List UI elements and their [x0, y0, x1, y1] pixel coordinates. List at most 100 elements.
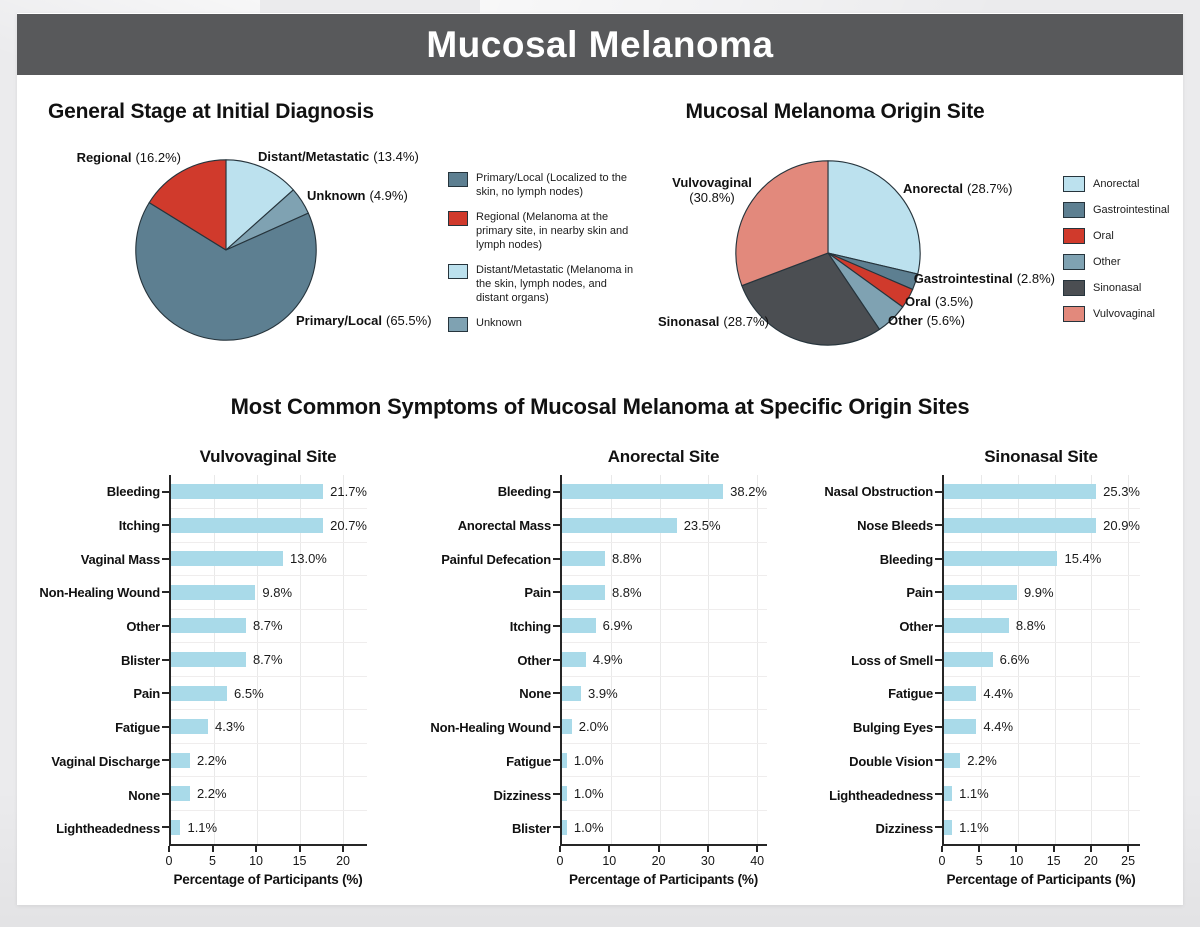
bar-category-label-double-vision: Double Vision: [849, 753, 933, 769]
bar-chart-title: Anorectal Site: [607, 447, 720, 466]
gridline: [944, 809, 1140, 811]
bar-category-label-nasal-obstruction: Nasal Obstruction: [824, 484, 933, 500]
bar-dizziness: [944, 819, 953, 835]
y-axis-tick: [162, 490, 169, 493]
gridline: [562, 709, 767, 711]
pie-label-gastrointestinal: Gastrointestinal(2.8%): [868, 271, 1055, 287]
axis-tick: [657, 846, 660, 852]
pie-label-distant-metastatic: Distant/Metastatic(13.4%): [258, 149, 419, 165]
bar-nasal-obstruction: [944, 484, 1097, 500]
bar-row-double-vision: 2.2%: [935, 742, 1140, 777]
bar-category-label-nose-bleeds: Nose Bleeds: [857, 517, 933, 533]
gridline: [1054, 475, 1056, 844]
bar-row-bleeding: 15.4%: [935, 541, 1140, 576]
bar-bleeding: [944, 551, 1058, 567]
axis-tick: [1052, 846, 1055, 852]
bar-value-label: 4.3%: [215, 719, 245, 735]
bar-value-label: 8.7%: [252, 652, 283, 667]
bar-value-label: 1.1%: [959, 819, 989, 835]
legend-swatch: [1063, 228, 1085, 244]
bar-pain: [562, 584, 605, 600]
bar-nose-bleeds: [944, 517, 1097, 533]
axis-tick: [211, 846, 214, 852]
axis-tick-label: 10: [602, 854, 617, 868]
bar-none: [562, 685, 582, 701]
axis-tick: [298, 846, 301, 852]
bar-value-label: 4.4%: [983, 685, 1014, 701]
bar-painful-defecation: [562, 551, 605, 567]
bar-category-label-bleeding: Bleeding: [497, 484, 551, 500]
gridline: [171, 642, 367, 644]
bar-value-label: 1.0%: [573, 819, 604, 835]
bar-itching: [171, 517, 324, 533]
pie-label-vulvovaginal: Vulvovaginal(30.8%): [657, 175, 767, 206]
bar-plot-area: 38.2%23.5%8.8%8.8%6.9%4.9%3.9%2.0%1.0%1.…: [553, 475, 767, 846]
gridline: [1128, 475, 1130, 844]
bar-lightheadedness: [171, 819, 181, 835]
bar-value-label: 8.8%: [1015, 618, 1046, 634]
gridline: [562, 541, 767, 543]
bar-non-healing-wound: [171, 584, 256, 600]
bar-other: [171, 618, 246, 634]
bar-value-label: 20.9%: [1103, 517, 1140, 533]
legend-item-sinonasal: Sinonasal: [1063, 280, 1169, 296]
gridline: [171, 809, 367, 811]
pie-label-other: Other(5.6%): [888, 313, 965, 329]
legend-label: Unknown: [476, 317, 522, 329]
bar-row-itching: 6.9%: [553, 608, 767, 643]
bar-value-label: 1.0%: [573, 752, 604, 768]
gridline: [171, 709, 367, 711]
bar-other: [562, 652, 586, 667]
gridline: [708, 475, 710, 844]
y-axis-tick: [935, 624, 942, 627]
origin-pie-chart: [735, 160, 921, 346]
axis-tick-label: 5: [975, 854, 983, 868]
axis-tick-label: 10: [1009, 854, 1024, 868]
bar-row-dizziness: 1.1%: [935, 809, 1140, 844]
bar-anorectal-mass: [562, 517, 677, 533]
bar-plot-area: 25.3%20.9%15.4%9.9%8.8%6.6%4.4%4.4%2.2%1…: [935, 475, 1140, 846]
bar-other: [944, 618, 1009, 634]
bar-itching: [562, 618, 596, 634]
gridline: [562, 742, 767, 744]
bar-row-pain: 6.5%: [162, 675, 367, 710]
bar-category-label-pain: Pain: [524, 585, 551, 601]
bar-value-label: 4.4%: [983, 719, 1014, 735]
bar-category-label-other: Other: [899, 618, 933, 634]
pie-label-name: Oral: [905, 294, 932, 309]
legend-label: Other: [1093, 256, 1121, 268]
bar-category-label-pain: Pain: [906, 585, 933, 601]
pie-slice-regional: [148, 159, 227, 251]
axis-tick-label: 20: [1083, 854, 1098, 868]
gridline: [610, 475, 612, 844]
gridline: [1017, 475, 1019, 844]
bar-category-label-pain: Pain: [133, 686, 160, 702]
bar-category-label-lightheadedness: Lightheadedness: [56, 821, 160, 837]
legend-swatch: [1063, 202, 1085, 218]
pie-label-name: Distant/Metastatic: [258, 149, 370, 164]
bar-plot-area: 21.7%20.7%13.0%9.8%8.7%8.7%6.5%4.3%2.2%2…: [162, 475, 367, 846]
axis-tick-label: 20: [651, 854, 666, 868]
bar-category-label-fatigue: Fatigue: [506, 753, 551, 769]
bar-lightheadedness: [944, 786, 953, 802]
bar-blister: [171, 652, 246, 667]
page-title: Mucosal Melanoma: [426, 23, 774, 65]
bar-pain: [944, 584, 1017, 600]
bar-category-label-vaginal-discharge: Vaginal Discharge: [51, 753, 160, 769]
pie-label-oral: Oral(3.5%): [905, 294, 973, 310]
bar-row-painful-defecation: 8.8%: [553, 541, 767, 576]
y-axis-tick: [935, 792, 942, 795]
bar-chart-title: Vulvovaginal Site: [199, 447, 337, 466]
legend-swatch: [1063, 176, 1085, 192]
bar-loss-of-smell: [944, 652, 993, 667]
axis-tick-label: 0: [165, 854, 173, 868]
axis-tick: [706, 846, 709, 852]
bar-value-label: 20.7%: [330, 517, 367, 533]
bar-category-label-itching: Itching: [509, 618, 551, 634]
bar-vaginal-mass: [171, 551, 283, 567]
gridline: [944, 508, 1140, 510]
title-banner: Mucosal Melanoma: [17, 14, 1183, 75]
